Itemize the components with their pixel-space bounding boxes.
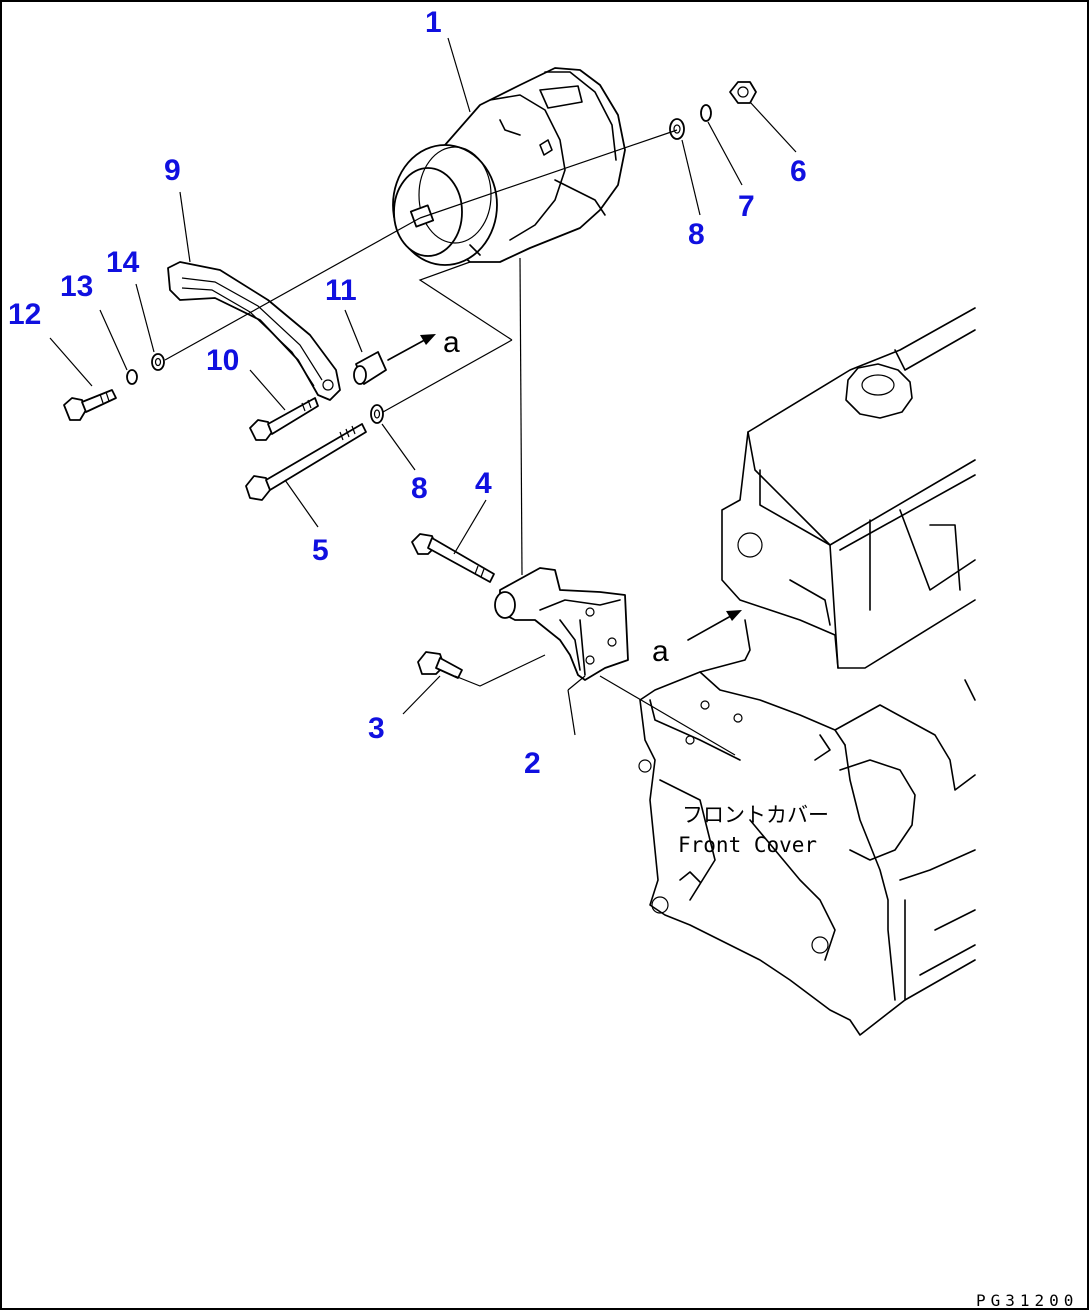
- front-cover-label-en: Front Cover: [678, 833, 817, 857]
- callout-1: 1: [425, 6, 442, 39]
- callout-8-upper: 8: [688, 218, 705, 251]
- callout-2: 2: [524, 747, 541, 780]
- callout-4: 4: [475, 467, 492, 500]
- washer-8-lower: [370, 404, 384, 424]
- nut-6: [729, 81, 757, 104]
- adjusting-bar: [167, 261, 341, 401]
- bolt-12: [63, 389, 117, 421]
- bolt-4: [411, 533, 495, 583]
- callout-9: 9: [164, 154, 181, 187]
- washer-14: [151, 353, 165, 371]
- callout-5: 5: [312, 534, 329, 567]
- alternator: [392, 67, 626, 266]
- bolt-3: [417, 651, 463, 679]
- spacer-11: [353, 351, 387, 385]
- callout-7: 7: [738, 190, 755, 223]
- arrow-a-2: [687, 610, 742, 641]
- callout-8-lower: 8: [411, 472, 428, 505]
- callout-13: 13: [60, 270, 93, 303]
- washer-13: [126, 369, 138, 385]
- arrow-a-1: [387, 334, 436, 361]
- arrow-letter-a-1: a: [443, 326, 460, 359]
- callout-14: 14: [106, 246, 140, 279]
- callout-6: 6: [790, 155, 807, 188]
- assembly-lines: [164, 129, 736, 756]
- lock-washer-7: [700, 104, 712, 122]
- callout-10: 10: [206, 344, 239, 377]
- engine-block: [638, 307, 976, 1036]
- arrow-letter-a-2: a: [652, 635, 669, 668]
- bolt-10: [249, 397, 319, 441]
- bolt-5: [245, 423, 367, 501]
- washer-8-upper: [669, 118, 685, 140]
- drawing-code: PG31200: [976, 1291, 1078, 1310]
- bracket: [494, 567, 629, 681]
- callout-3: 3: [368, 712, 385, 745]
- front-cover-label-jp: フロントカバー: [682, 803, 829, 827]
- callout-12: 12: [8, 298, 41, 331]
- callout-11: 11: [325, 274, 357, 307]
- leader-lines: [49, 37, 797, 736]
